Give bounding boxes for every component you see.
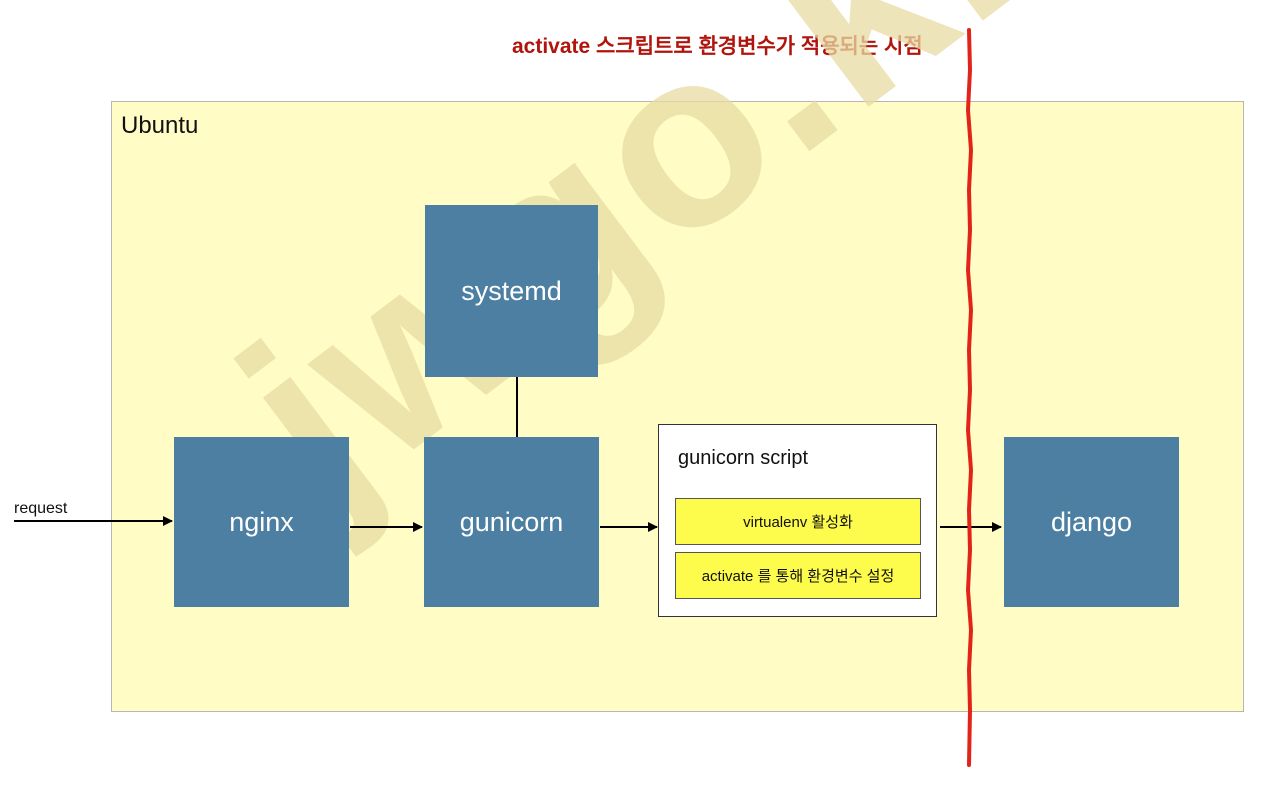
environment-label: Ubuntu (121, 112, 199, 139)
gunicorn-box: gunicorn (424, 437, 599, 607)
step-virtualenv: virtualenv 활성화 (675, 498, 921, 545)
nginx-box: nginx (174, 437, 349, 607)
activation-marker-line (965, 28, 974, 767)
gunicorn-script-title: gunicorn script (678, 447, 809, 469)
step-activate-env: activate 를 통해 환경변수 설정 (675, 552, 921, 599)
annotation-title: activate 스크립트로 환경변수가 적용되는 시점 (512, 35, 923, 58)
request-label: request (14, 500, 68, 517)
systemd-box: systemd (425, 205, 598, 377)
django-box: django (1004, 437, 1179, 607)
